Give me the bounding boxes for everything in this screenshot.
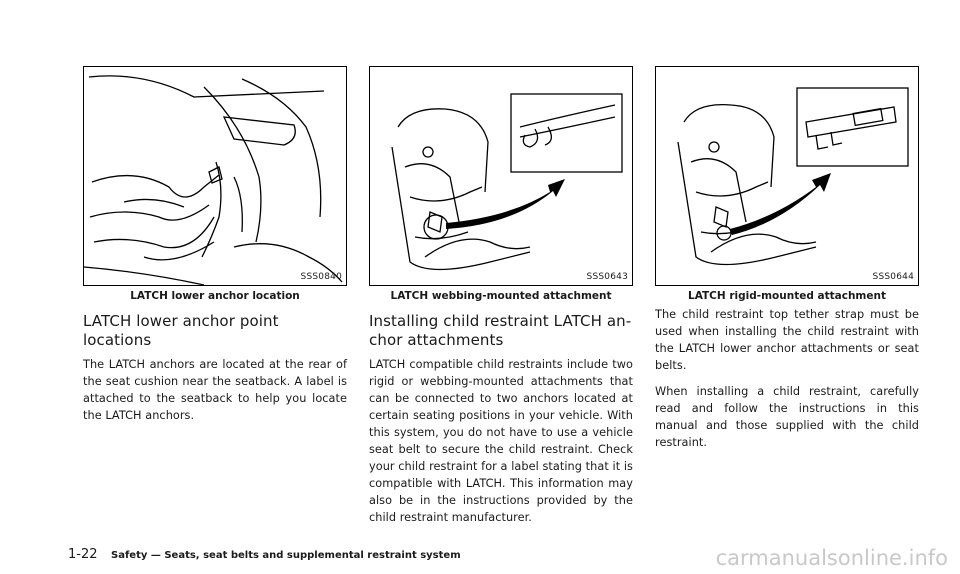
page-number: 1-22 [68, 547, 98, 562]
body-paragraph: LATCH compatible child restraints includ… [369, 358, 633, 524]
figure-code: SSS0840 [300, 272, 342, 282]
figure-caption: LATCH rigid-mounted attachment [688, 290, 886, 302]
section-title: Safety — Seats, seat belts and supplemen… [111, 550, 461, 561]
figure-lower-anchor-location: SSS0840 [83, 66, 347, 286]
figure-rigid-mounted-attachment: SSS0644 [655, 66, 919, 286]
figure-caption: LATCH webbing-mounted attachment [390, 290, 612, 302]
page-footer: 1-22 Safety — Seats, seat belts and supp… [68, 547, 461, 562]
child-seat-webbing-illustration [391, 93, 623, 271]
section-heading: Installing child restraint LATCH an-chor… [369, 312, 632, 349]
column-1: SSS0840 LATCH lower anchor location LATC… [83, 66, 347, 433]
column-2: SSS0643 LATCH webbing-mounted attachment… [369, 66, 633, 535]
watermark: carmanualsonline.info [715, 546, 948, 570]
column-3: SSS0644 LATCH rigid-mounted attachment T… [655, 66, 919, 460]
child-seat-rigid-illustration [677, 87, 909, 266]
figure-caption: LATCH lower anchor location [130, 290, 300, 302]
seat-anchor-illustration [84, 75, 343, 285]
section-heading: LATCH lower anchor point locations [83, 312, 279, 349]
figure-code: SSS0643 [586, 272, 628, 282]
figure-webbing-mounted-attachment: SSS0643 [369, 66, 633, 286]
figure-code: SSS0644 [872, 272, 914, 282]
body-paragraph: The child restraint top tether strap mus… [655, 308, 919, 372]
body-paragraph: When installing a child restraint, caref… [655, 385, 919, 449]
body-paragraph: The LATCH anchors are located at the rea… [83, 358, 347, 422]
